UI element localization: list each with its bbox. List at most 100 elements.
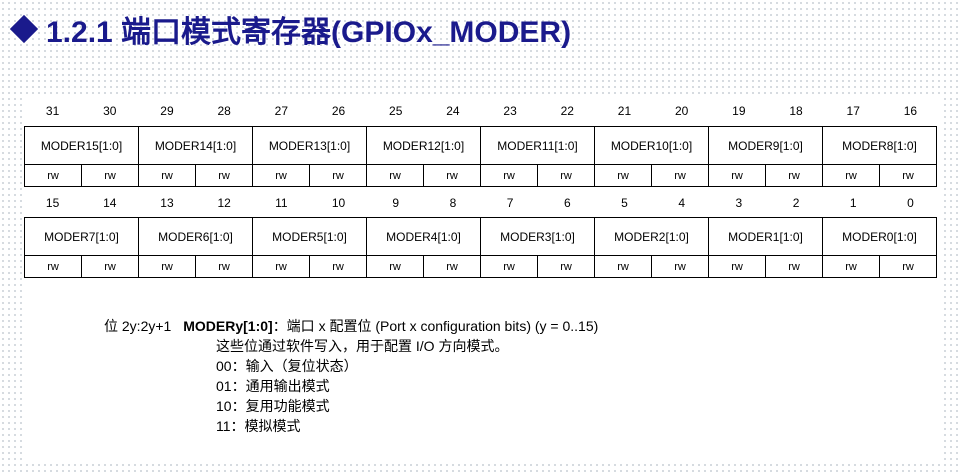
bit-number: 18 [789, 104, 803, 118]
bit-number: 28 [217, 104, 231, 118]
register-field: MODER2[1:0] [594, 217, 709, 256]
access-cell: rw [252, 164, 310, 187]
register-figure: 31 30 29 28 27 26 25 24 23 22 21 20 19 1… [22, 98, 940, 460]
access-cell: rw [24, 255, 82, 278]
diamond-bullet-icon [9, 14, 39, 44]
register-field: MODER4[1:0] [366, 217, 481, 256]
page-title: 1.2.1 端口模式寄存器(GPIOx_MODER) [6, 6, 571, 52]
bit-number: 30 [103, 104, 117, 118]
access-cell: rw [81, 164, 139, 187]
bit-number: 31 [45, 104, 60, 118]
access-cell: rw [366, 164, 424, 187]
bit-number: 27 [274, 104, 289, 118]
register-field: MODER7[1:0] [24, 217, 139, 256]
bit-number: 12 [217, 196, 231, 210]
register-field: MODER14[1:0] [138, 126, 253, 165]
access-cell: rw [879, 164, 937, 187]
register-field: MODER6[1:0] [138, 217, 253, 256]
bit-number: 29 [160, 104, 174, 118]
field-row: MODER15[1:0] MODER14[1:0] MODER13[1:0] M… [24, 126, 937, 165]
access-cell: rw [765, 255, 823, 278]
access-cell: rw [309, 164, 367, 187]
register-field: MODER8[1:0] [822, 126, 937, 165]
access-cell: rw [138, 164, 196, 187]
access-cell: rw [309, 255, 367, 278]
bit-number: 24 [446, 104, 460, 118]
register-field: MODER0[1:0] [822, 217, 937, 256]
register-field: MODER15[1:0] [24, 126, 139, 165]
access-cell: rw [822, 164, 880, 187]
register-field: MODER3[1:0] [480, 217, 595, 256]
access-cell: rw [252, 255, 310, 278]
field-name: MODERy[1:0] [183, 318, 273, 334]
bit-numbers-lower: 15 14 13 12 11 10 9 8 7 6 5 4 3 2 1 0 [24, 192, 939, 214]
access-cell: rw [594, 164, 652, 187]
bit-number: 21 [617, 104, 632, 118]
register-field: MODER1[1:0] [708, 217, 823, 256]
field-row: MODER7[1:0] MODER6[1:0] MODER5[1:0] MODE… [24, 217, 937, 256]
access-cell: rw [537, 164, 595, 187]
bit-number: 15 [45, 196, 60, 210]
access-cell: rw [138, 255, 196, 278]
bit-number: 11 [275, 196, 288, 210]
bit-number: 2 [792, 196, 800, 210]
access-cell: rw [708, 255, 766, 278]
bit-number: 5 [621, 196, 628, 210]
register-field: MODER10[1:0] [594, 126, 709, 165]
bit-number: 26 [331, 104, 346, 118]
access-cell: rw [195, 164, 253, 187]
access-row: rw rw rw rw rw rw rw rw rw rw rw rw rw r… [24, 255, 937, 278]
access-cell: rw [480, 164, 538, 187]
field-description: 位 2y:2y+1 MODERy[1:0]：端口 x 配置位 (Port x c… [104, 316, 904, 436]
register-field: MODER13[1:0] [252, 126, 367, 165]
register-field: MODER9[1:0] [708, 126, 823, 165]
bit-number: 19 [732, 104, 746, 118]
bit-number: 17 [846, 104, 860, 118]
description-body: 这些位通过软件写入，用于配置 I/O 方向模式。 00：输入（复位状态） 01：… [216, 336, 904, 436]
access-cell: rw [423, 164, 481, 187]
description-detail: 这些位通过软件写入，用于配置 I/O 方向模式。 [216, 338, 509, 354]
register-field: MODER12[1:0] [366, 126, 481, 165]
access-cell: rw [765, 164, 823, 187]
bit-number: 16 [903, 104, 918, 118]
bit-number: 22 [560, 104, 574, 118]
register-field: MODER11[1:0] [480, 126, 595, 165]
bit-numbers-upper: 31 30 29 28 27 26 25 24 23 22 21 20 19 1… [24, 100, 939, 122]
description-heading: 位 2y:2y+1 MODERy[1:0]：端口 x 配置位 (Port x c… [104, 316, 904, 336]
mode-value-item: 11：模拟模式 [216, 418, 301, 434]
access-cell: rw [651, 255, 709, 278]
bit-number: 7 [506, 196, 514, 210]
mode-value-item: 00：输入（复位状态） [216, 358, 358, 374]
bit-number: 4 [678, 196, 685, 210]
access-cell: rw [651, 164, 709, 187]
register-field: MODER5[1:0] [252, 217, 367, 256]
bit-number: 3 [735, 196, 743, 210]
access-cell: rw [537, 255, 595, 278]
bit-number: 25 [389, 104, 403, 118]
bit-number: 14 [103, 196, 117, 210]
bit-number: 20 [674, 104, 689, 118]
bit-number: 0 [907, 196, 914, 210]
access-cell: rw [480, 255, 538, 278]
access-cell: rw [708, 164, 766, 187]
bit-number: 8 [449, 196, 457, 210]
field-summary: ：端口 x 配置位 (Port x configuration bits) (y… [272, 318, 599, 334]
title-text: 1.2.1 端口模式寄存器(GPIOx_MODER) [46, 16, 572, 49]
access-cell: rw [822, 255, 880, 278]
access-cell: rw [423, 255, 481, 278]
access-cell: rw [24, 164, 82, 187]
mode-value-item: 01：通用输出模式 [216, 378, 330, 394]
bit-range: 位 2y:2y+1 [104, 318, 172, 334]
bit-number: 10 [331, 196, 346, 210]
access-row: rw rw rw rw rw rw rw rw rw rw rw rw rw r… [24, 164, 937, 187]
bit-number: 13 [160, 196, 174, 210]
bit-number: 1 [849, 196, 857, 210]
access-cell: rw [879, 255, 937, 278]
bit-number: 9 [392, 196, 400, 210]
bit-number: 6 [563, 196, 571, 210]
access-cell: rw [81, 255, 139, 278]
bit-number: 23 [503, 104, 517, 118]
mode-value-item: 10：复用功能模式 [216, 398, 330, 414]
register-table-lower: MODER7[1:0] MODER6[1:0] MODER5[1:0] MODE… [24, 217, 937, 278]
access-cell: rw [195, 255, 253, 278]
